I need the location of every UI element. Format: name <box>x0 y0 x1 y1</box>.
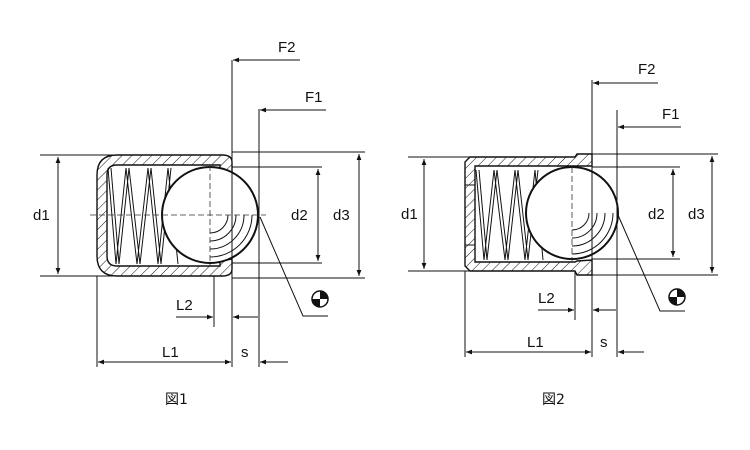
ball-shading <box>209 214 253 258</box>
f1-label: F1 <box>662 106 680 123</box>
figure-2: F2 F1 d1 d2 d3 L2 L1 s <box>401 61 718 408</box>
d2-label: d2 <box>291 207 308 224</box>
l2-label: L2 <box>538 290 555 307</box>
l2-label: L2 <box>176 297 193 314</box>
center-of-gravity-icon <box>311 290 329 308</box>
center-of-gravity-icon <box>668 288 686 306</box>
d2-label: d2 <box>648 206 665 223</box>
f2-label: F2 <box>638 61 656 78</box>
cog-leader <box>259 216 328 317</box>
ball-shading <box>571 212 614 255</box>
spring <box>107 167 179 265</box>
figure-2-caption: 図2 <box>542 392 565 408</box>
d1-label: d1 <box>401 206 418 223</box>
d1-label: d1 <box>33 207 50 224</box>
d3-label: d3 <box>333 207 350 224</box>
d3-label: d3 <box>688 206 705 223</box>
s-label: s <box>241 344 249 361</box>
f2-label: F2 <box>278 39 296 56</box>
cog-leader <box>617 214 685 312</box>
l1-label: L1 <box>162 344 179 361</box>
s-label: s <box>600 334 608 351</box>
figure-1-caption: 図1 <box>165 392 188 408</box>
spring <box>475 169 544 261</box>
figure-1: F2 F1 d1 d2 d3 L2 L1 s <box>33 39 365 408</box>
l1-label: L1 <box>527 334 544 351</box>
f1-label: F1 <box>305 89 323 106</box>
